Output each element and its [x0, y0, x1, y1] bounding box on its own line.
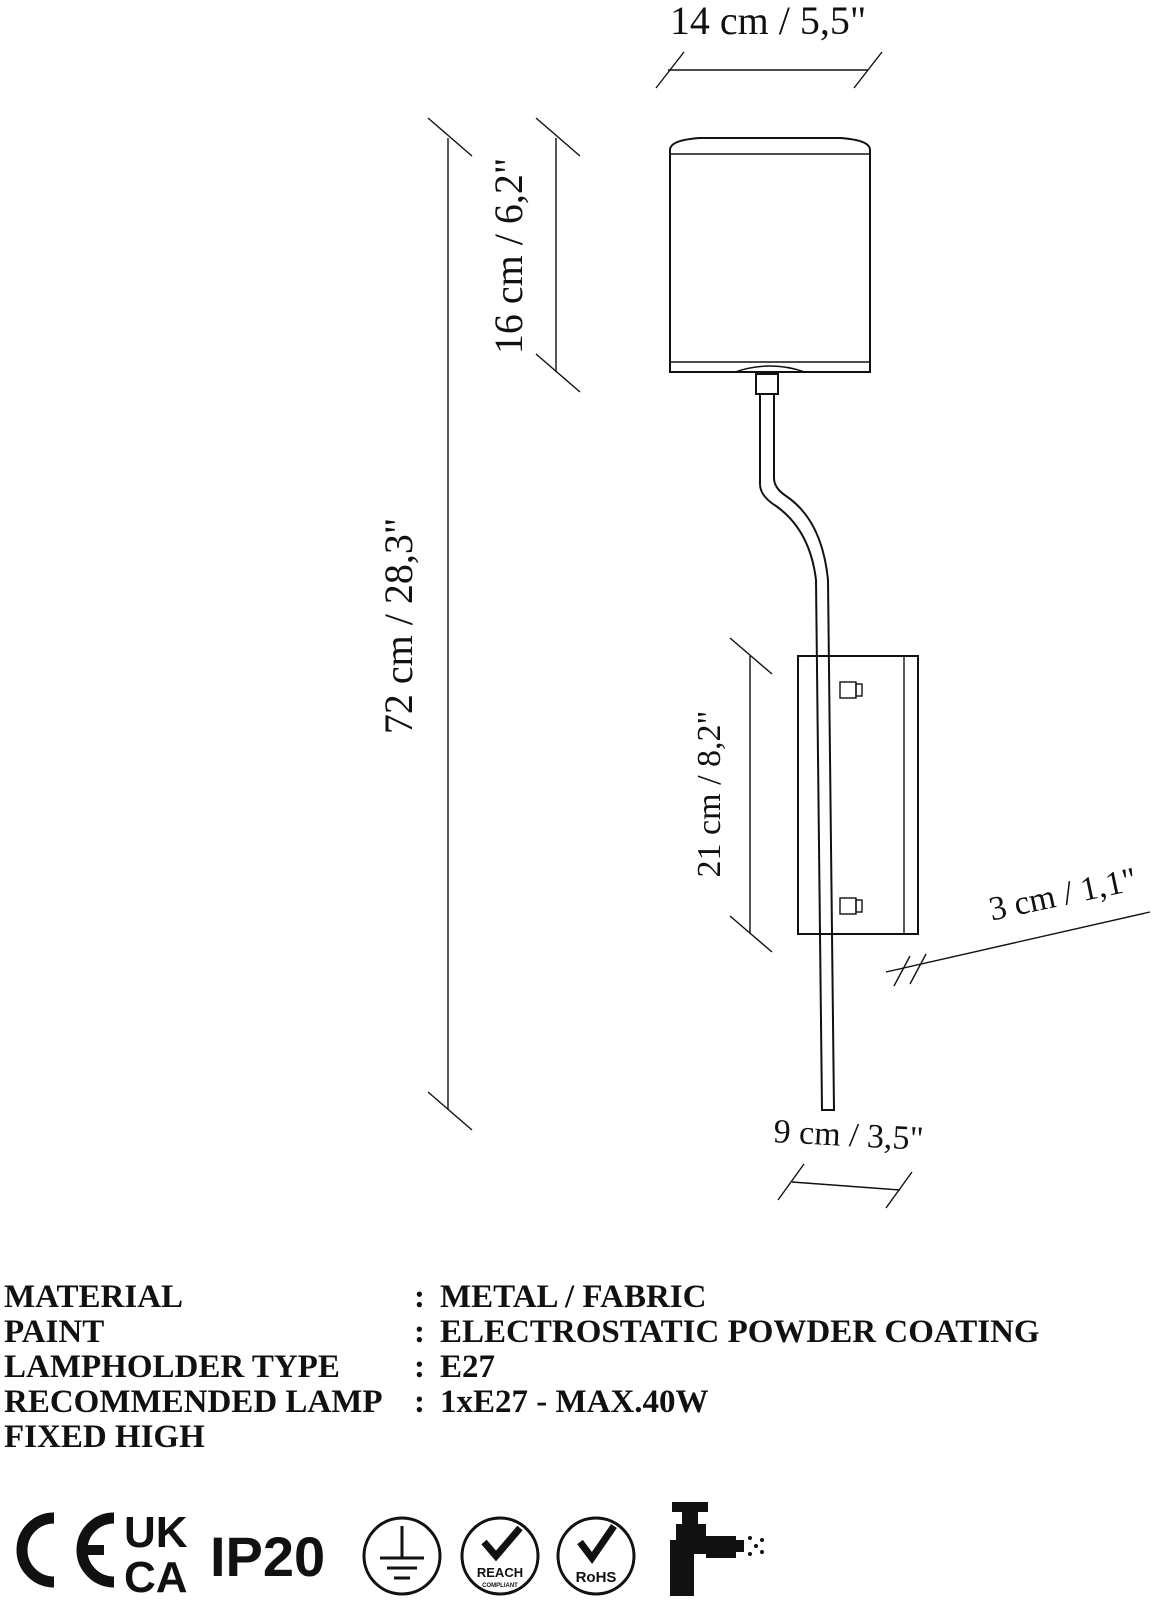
dim-base-width-label: 9 cm / 3,5" [773, 1113, 925, 1158]
spec-row-recommended-lamp: RECOMMENDED LAMP : 1xE27 - MAX.40W [4, 1385, 1040, 1420]
reach-sub-text: COMPLIANT [482, 1583, 518, 1589]
wall-plate [797, 655, 919, 935]
dim-plate-height-label: 21 cm / 8,2" [691, 711, 728, 878]
spec-label: RECOMMENDED LAMP [4, 1384, 383, 1420]
reach-text: REACH [477, 1565, 523, 1580]
certification-marks: UK CA IP20 REACH COMPLIANT RoHS [16, 1502, 764, 1600]
spec-colon: : [414, 1384, 425, 1420]
spec-value: 1xE27 - MAX.40W [440, 1384, 709, 1420]
rohs-icon: RoHS [556, 1516, 636, 1596]
dim-base-width: 9 cm / 3,5" [773, 1113, 925, 1209]
spec-label: FIXED HIGH [4, 1419, 205, 1455]
spec-value: ELECTROSTATIC POWDER COATING [440, 1314, 1040, 1350]
spec-value: E27 [440, 1349, 496, 1385]
dim-shade-height-label: 16 cm / 6,2" [486, 158, 531, 354]
ground-class-icon [362, 1516, 442, 1596]
dim-plate-height: 21 cm / 8,2" [691, 637, 773, 953]
dim-shade-width-label: 14 cm / 5,5" [670, 0, 866, 43]
ukca-mark-icon: UK CA [124, 1508, 188, 1600]
reach-icon: REACH COMPLIANT [460, 1516, 540, 1596]
spec-label: MATERIAL [4, 1279, 184, 1315]
spec-row-lampholder: LAMPHOLDER TYPE : E27 [4, 1350, 1040, 1385]
spec-label: PAINT [4, 1314, 105, 1350]
spec-colon: : [414, 1314, 425, 1350]
spec-label: LAMPHOLDER TYPE [4, 1349, 340, 1385]
spec-row-fixed-high: FIXED HIGH [4, 1420, 1040, 1455]
ukca-bottom-text: CA [124, 1553, 188, 1600]
dim-shade-height: 16 cm / 6,2" [486, 117, 581, 393]
spec-table: MATERIAL : METAL / FABRIC PAINT : ELECTR… [4, 1280, 1040, 1455]
spray-gun-icon [670, 1502, 764, 1596]
spec-colon: : [414, 1349, 425, 1385]
dim-shade-width: 14 cm / 5,5" [655, 0, 883, 89]
spec-row-paint: PAINT : ELECTROSTATIC POWDER COATING [4, 1315, 1040, 1350]
ip-rating-text: IP20 [210, 1525, 325, 1588]
lamp-shade [669, 137, 871, 373]
dim-total-height-label: 72 cm / 28,3" [376, 518, 421, 734]
spec-value: METAL / FABRIC [440, 1279, 707, 1315]
dim-depth-label: 3 cm / 1,1" [986, 861, 1140, 928]
lamp-dimension-drawing: 14 cm / 5,5" 16 cm / 6,2" 72 cm / 28,3" … [376, 0, 1151, 1209]
dim-depth: 3 cm / 1,1" [885, 861, 1151, 987]
rohs-text: RoHS [576, 1569, 617, 1586]
spec-row-material: MATERIAL : METAL / FABRIC [4, 1280, 1040, 1315]
ukca-top-text: UK [124, 1508, 188, 1557]
ce-mark-icon [16, 1512, 115, 1588]
dim-total-height: 72 cm / 28,3" [376, 117, 473, 1131]
lamp-stem [755, 373, 836, 1111]
spec-colon: : [414, 1279, 425, 1315]
